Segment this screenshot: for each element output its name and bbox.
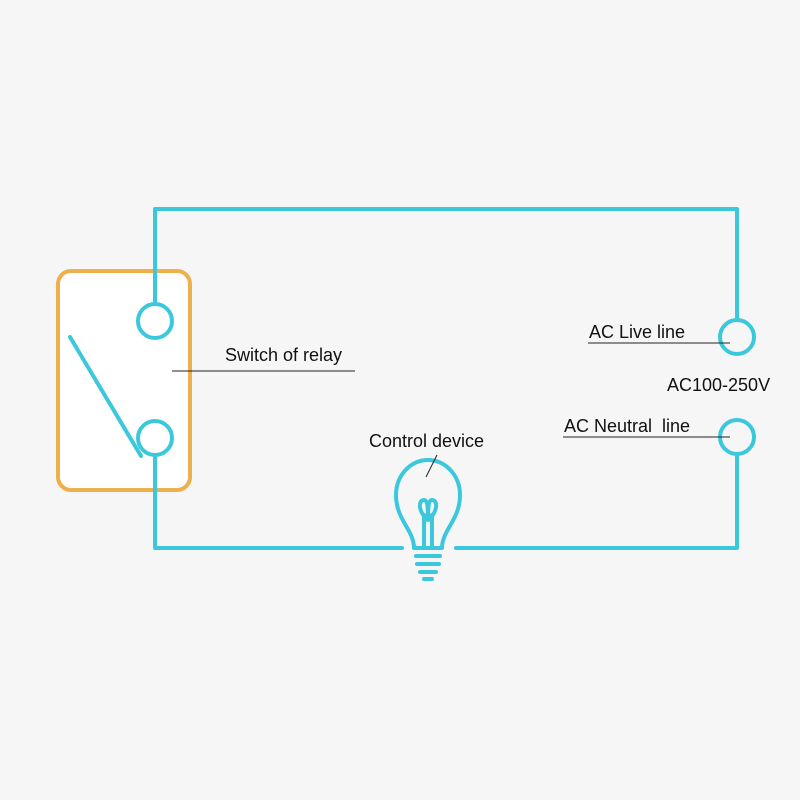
wire-bottom-right	[454, 452, 739, 550]
relay-box	[56, 269, 192, 492]
control-device-label: Control device	[369, 431, 484, 451]
wire-bottom-left	[153, 453, 404, 550]
relay-switch-label: Switch of relay	[225, 345, 342, 365]
relay-switch-contact	[68, 335, 143, 458]
voltage-label: AC100-250V	[667, 375, 770, 395]
live-terminal	[718, 318, 756, 356]
light-bulb-icon	[394, 458, 462, 581]
wire-top	[153, 207, 739, 322]
relay-terminal-top	[136, 302, 174, 340]
neutral-line-label: AC Neutral line	[564, 416, 690, 436]
control-device-leader	[425, 454, 438, 478]
live-line-label: AC Live line	[589, 322, 685, 342]
